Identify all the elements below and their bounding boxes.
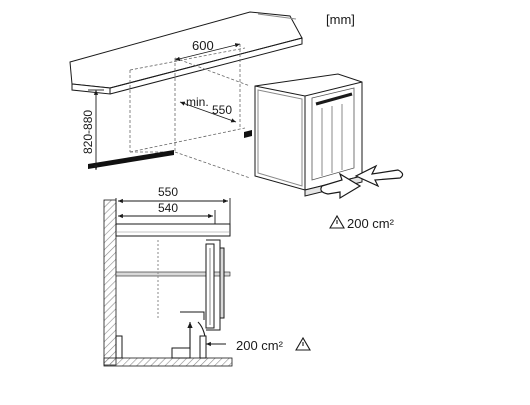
section-countertop (115, 223, 231, 237)
height-dimension-label: 820-880 (81, 110, 95, 154)
countertop (69, 11, 303, 95)
height-dimension (88, 89, 104, 170)
airflow-arrow-icon (320, 164, 404, 200)
section-floor (103, 357, 233, 367)
depth-dimension-value: 550 (212, 103, 232, 117)
fridge-appliance (254, 73, 363, 197)
section-fridge (157, 239, 225, 331)
units-label: [mm] (326, 12, 355, 27)
depth-dimension (179, 101, 237, 123)
section-wall (103, 199, 117, 366)
width-dimension-label: 600 (192, 38, 214, 53)
section-feet (115, 335, 207, 359)
iso-vent-label: 200 cm² (347, 216, 395, 231)
plinth-bars (88, 130, 252, 169)
outer-depth-label: 550 (158, 185, 178, 199)
warning-triangle-icon (295, 336, 311, 351)
section-vent-label: 200 cm² (236, 338, 284, 353)
inner-depth-label: 540 (158, 201, 178, 215)
depth-dimension-prefix: min. (186, 95, 209, 109)
section-dimensions (115, 198, 231, 224)
width-dimension (174, 43, 241, 61)
section-shelf (115, 271, 231, 277)
warning-triangle-icon (329, 214, 345, 229)
